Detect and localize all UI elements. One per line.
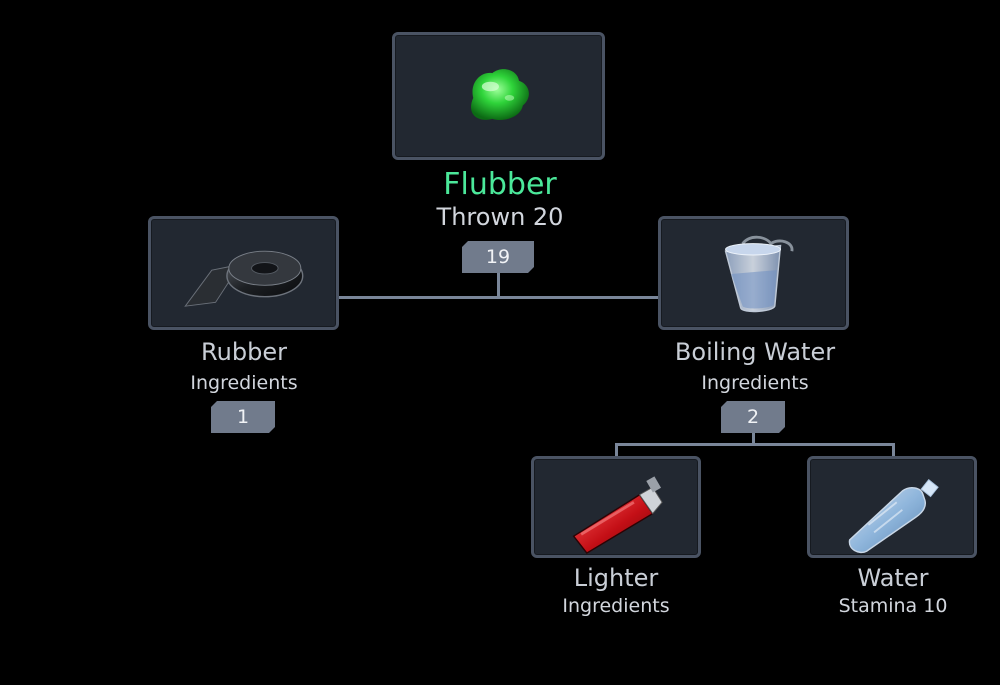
item-name-rubber: Rubber — [201, 338, 287, 366]
item-name-lighter: Lighter — [573, 564, 659, 592]
item-count-flubber: 19 — [462, 241, 534, 273]
item-name-boiling-water: Boiling Water — [674, 338, 836, 366]
item-category-boiling-water: Ingredients — [701, 372, 809, 394]
connector-boiling-branch — [615, 443, 895, 446]
water-bottle-icon — [848, 479, 939, 554]
item-count-boiling-water: 2 — [721, 401, 785, 433]
item-name-flubber: Flubber — [443, 167, 557, 202]
item-card-water[interactable] — [807, 456, 977, 558]
item-card-rubber[interactable] — [148, 216, 339, 330]
item-card-boiling-water[interactable] — [658, 216, 849, 330]
lighter-icon — [572, 476, 663, 555]
item-card-flubber[interactable] — [392, 32, 605, 160]
item-category-water: Stamina 10 — [838, 595, 948, 617]
connector-root-stem — [497, 272, 500, 298]
steaming-cup-icon — [724, 235, 794, 313]
item-category-rubber: Ingredients — [190, 372, 298, 394]
connector-water-drop — [892, 443, 895, 459]
item-stat-flubber: Thrown 20 — [436, 203, 564, 231]
item-count-rubber: 1 — [211, 401, 275, 433]
rubber-roll-icon — [184, 250, 304, 307]
connector-lighter-drop — [615, 443, 618, 459]
item-card-lighter[interactable] — [531, 456, 701, 558]
item-name-water: Water — [857, 564, 929, 592]
connector-root-branch — [338, 296, 660, 299]
connector-boiling-stem — [752, 432, 755, 445]
item-category-lighter: Ingredients — [562, 595, 670, 617]
flubber-blob-icon — [471, 69, 529, 121]
